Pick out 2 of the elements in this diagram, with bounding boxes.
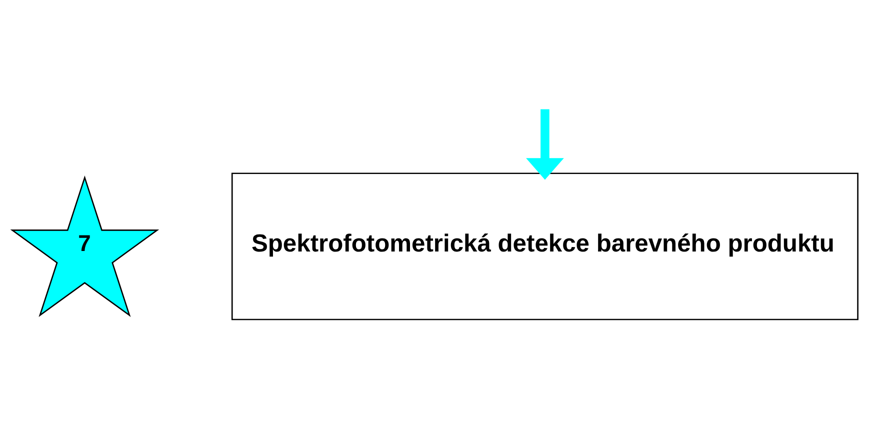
node-box: Spektrofotometrická detekce barevného produktu <box>231 172 858 320</box>
arrow <box>526 109 564 180</box>
